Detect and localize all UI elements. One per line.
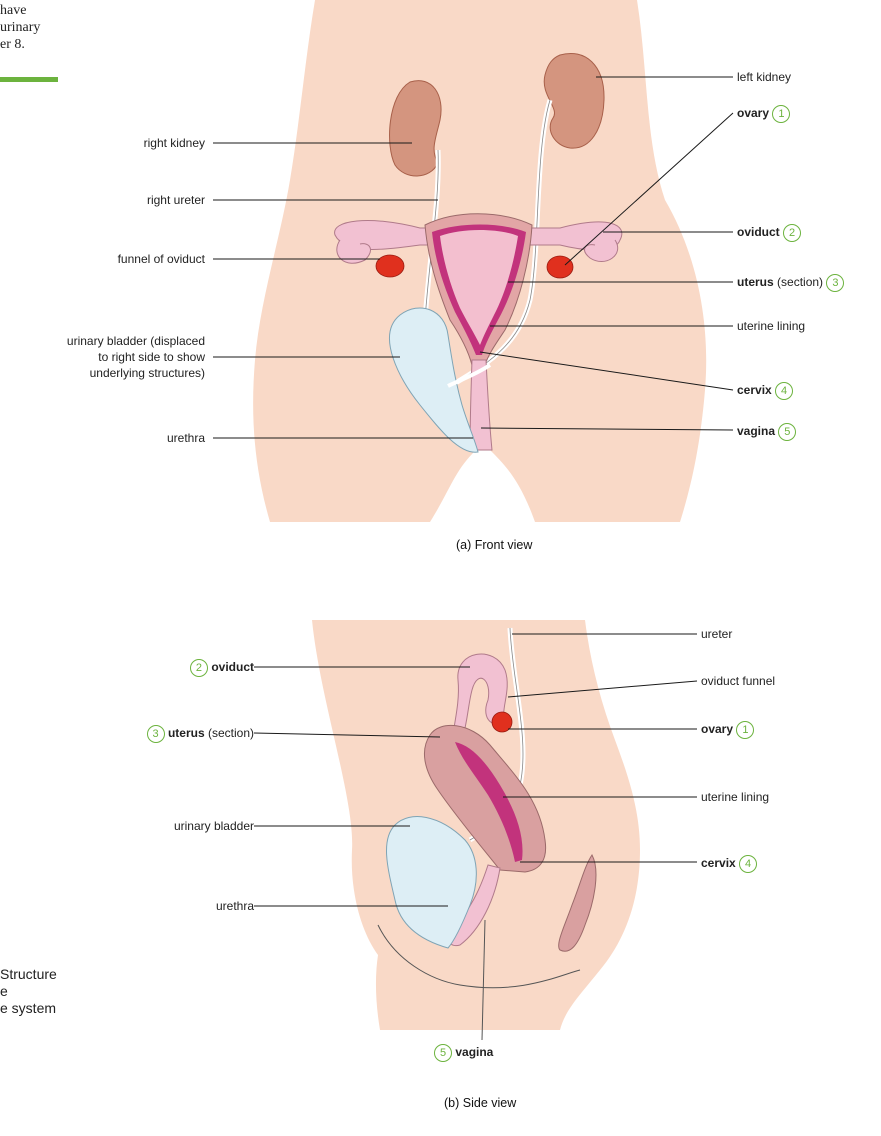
vagina-term: vagina: [455, 1045, 494, 1060]
caption-front-view: (a) Front view: [456, 538, 533, 552]
left-kidney: [543, 53, 605, 149]
side-view-figure: [312, 620, 640, 1041]
number-badge-3: 3: [826, 274, 845, 292]
right-funnel: [336, 239, 371, 264]
bladder-label-line: to right side to show: [98, 350, 205, 364]
margin-text-bottom: Structure e e system: [0, 966, 57, 1017]
number-badge-2: 2: [783, 224, 802, 242]
label-uterus-side: 3 uterus (section): [146, 725, 254, 743]
side-bladder: [386, 816, 477, 949]
front-bladder: [389, 307, 479, 453]
side-vagina-line: [481, 919, 486, 1041]
margin-line: e: [0, 983, 8, 999]
side-ovary: [491, 711, 513, 733]
bladder-label-line: urinary bladder (displaced: [66, 334, 205, 348]
label-ovary-side: ovary 1: [701, 721, 755, 739]
label-uterus-front: uterus (section) 3: [737, 274, 845, 292]
side-posterior-loop: [558, 854, 597, 952]
label-left-kidney: left kidney: [737, 70, 792, 84]
side-buttock-line: [377, 924, 581, 989]
margin-line: urinary: [0, 20, 41, 35]
ovary-term: ovary: [701, 722, 734, 737]
uterus-term: uterus: [737, 275, 774, 290]
uterus-term: uterus: [167, 726, 205, 741]
uterus-note: (section): [773, 275, 824, 290]
label-uterine-lining-side: uterine lining: [701, 790, 770, 804]
number-badge-5: 5: [778, 423, 797, 441]
front-vagina: [469, 359, 493, 451]
label-ovary-front: ovary 1: [737, 105, 791, 123]
label-right-ureter: right ureter: [146, 193, 205, 207]
label-cervix-front: cervix 4: [737, 382, 794, 400]
number-badge-3: 3: [146, 725, 165, 743]
margin-line: e system: [0, 1000, 57, 1016]
right-ovary: [375, 254, 405, 278]
number-badge-4: 4: [775, 382, 794, 400]
ovary-term: ovary: [737, 106, 770, 121]
number-badge-4: 4: [739, 855, 758, 873]
left-ureter-outline: [451, 99, 551, 386]
label-vagina-side: 5 vagina: [434, 1044, 493, 1062]
cervix-term: cervix: [737, 383, 772, 398]
label-uterine-lining-front: uterine lining: [737, 319, 806, 333]
side-uterus-lining: [455, 742, 523, 862]
label-vagina-front: vagina 5: [737, 423, 797, 441]
label-oviduct-side: 2 oviduct: [189, 659, 254, 677]
margin-line: er 8.: [0, 37, 25, 52]
label-urinary-bladder-side: urinary bladder: [173, 819, 254, 833]
left-ovary: [546, 255, 574, 279]
number-badge-5: 5: [434, 1044, 452, 1062]
cervix-term: cervix: [701, 856, 736, 871]
number-badge-1: 1: [772, 105, 791, 123]
label-right-kidney: right kidney: [143, 136, 205, 150]
caption-side-view: (b) Side view: [444, 1096, 517, 1110]
front-view-figure: [253, 0, 707, 522]
margin-line: Structure: [0, 966, 57, 982]
side-leader-lines: [253, 633, 698, 907]
label-funnel-of-oviduct: funnel of oviduct: [117, 252, 205, 266]
label-urinary-bladder-front: urinary bladder (displaced to right side…: [67, 333, 205, 381]
label-cervix-side: cervix 4: [701, 855, 758, 873]
front-uterus-cavity: [440, 230, 518, 345]
bladder-label-line: underlying structures): [89, 366, 205, 380]
number-badge-1: 1: [736, 721, 755, 739]
left-ureter-end: [447, 363, 492, 388]
accent-bar: [0, 77, 58, 82]
margin-text-top: have urinary er 8.: [0, 2, 40, 53]
oviduct-term: oviduct: [737, 225, 780, 240]
label-oviduct-funnel-side: oviduct funnel: [701, 674, 776, 688]
uterus-note: (section): [204, 726, 254, 741]
left-funnel: [584, 239, 618, 263]
label-ureter-side: ureter: [701, 627, 733, 641]
label-urethra-front: urethra: [166, 431, 205, 445]
front-leader-lines: [213, 76, 734, 439]
margin-line: have: [0, 3, 27, 18]
label-oviduct-front: oviduct 2: [737, 224, 802, 242]
oviduct-term: oviduct: [211, 660, 254, 675]
label-urethra-side: urethra: [215, 899, 254, 913]
vagina-term: vagina: [737, 424, 776, 439]
number-badge-2: 2: [189, 659, 208, 677]
